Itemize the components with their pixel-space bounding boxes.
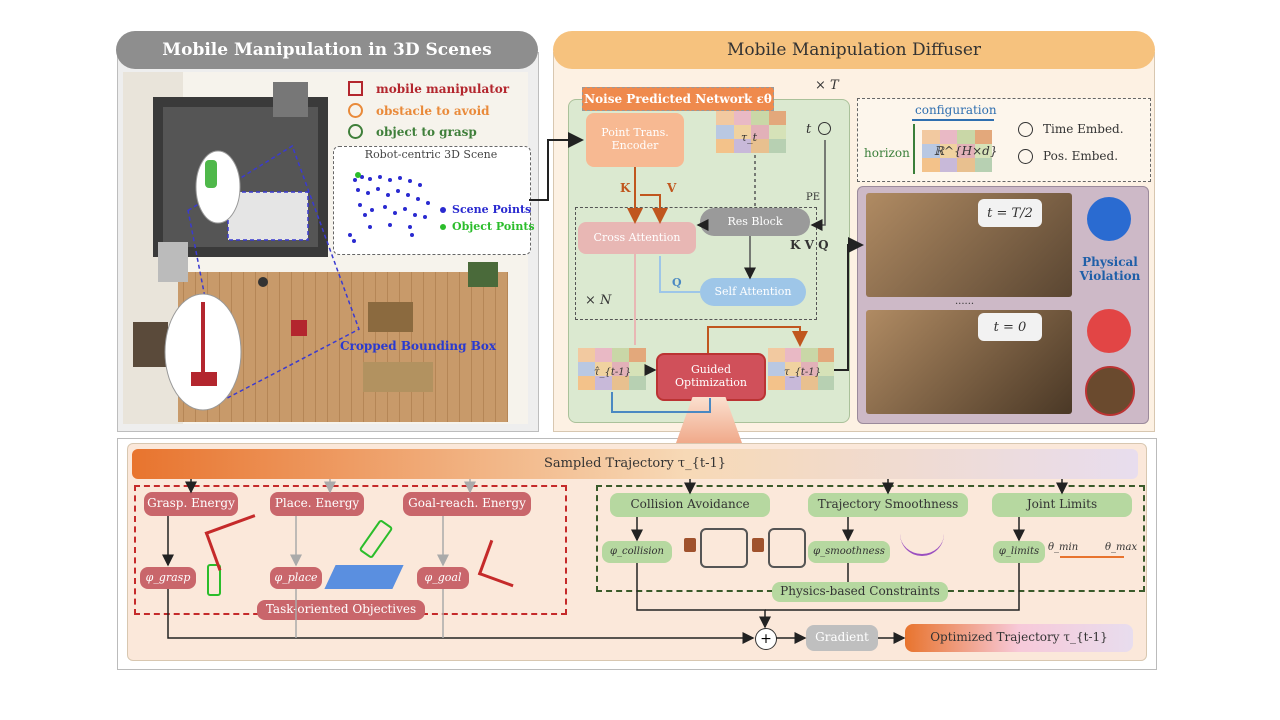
task-objectives-label: Task-oriented Objectives — [257, 600, 425, 620]
times-t-label: × T — [815, 78, 839, 93]
optimized-trajectory-box: Optimized Trajectory τ_{t-1} — [905, 624, 1133, 652]
legend-mobile-manipulator: mobile manipulator — [348, 81, 509, 96]
theta-max-label: θ_max — [1105, 542, 1138, 553]
legend-label: mobile manipulator — [376, 81, 510, 96]
cropped-bounding-box-label: Cropped Bounding Box — [340, 339, 496, 353]
clock-icon — [818, 122, 831, 135]
t-half-label: t = T/2 — [978, 199, 1042, 227]
smoothness-term: φ_smoothness — [808, 541, 890, 563]
collision-term: φ_collision — [602, 541, 672, 563]
pe-label: PE — [806, 192, 821, 203]
scene-points-legend: Scene Points — [440, 203, 531, 216]
tau-hat-label: τ̂_{t-1} — [594, 367, 632, 378]
tau-t-matrix — [716, 111, 786, 153]
circle-icon — [348, 103, 363, 118]
times-n-label: × N — [585, 293, 612, 308]
sum-node: + — [755, 628, 777, 650]
point-trans-encoder: Point Trans. Encoder — [586, 113, 684, 167]
goal-energy-box: Goal-reach. Energy — [403, 492, 531, 516]
grasp-term: φ_grasp — [140, 567, 196, 589]
pointcloud-drawing — [348, 172, 430, 243]
scene-drawing — [123, 72, 508, 424]
physical-violation-label: Physical Violation — [1079, 255, 1141, 284]
self-attention: Self Attention — [700, 278, 806, 306]
kvq-label: K V Q — [790, 238, 829, 252]
clock-icon — [1018, 122, 1033, 137]
right-panel-title: Mobile Manipulation Diffuser — [553, 31, 1155, 69]
happy-face-icon — [1087, 309, 1131, 353]
trash-icon — [684, 538, 696, 552]
collision-avoidance-box: Collision Avoidance — [610, 493, 770, 517]
scene-points-label: Scene Points — [452, 203, 532, 216]
theta-min-label: θ_min — [1048, 542, 1079, 553]
robot-arm-icon — [700, 528, 748, 568]
legend-label: object to grasp — [376, 124, 477, 139]
grasp-energy-box: Grasp. Energy — [144, 492, 238, 516]
legend-object: object to grasp — [348, 124, 477, 139]
circle-icon — [348, 124, 363, 139]
pointcloud-panel — [333, 146, 531, 255]
object-points-legend: Object Points — [440, 220, 535, 233]
joint-range-line — [1060, 556, 1124, 558]
tau-out-label: τ_{t-1} — [784, 367, 822, 378]
goal-term: φ_goal — [417, 567, 469, 589]
attention-dashed-box — [575, 207, 817, 320]
noise-network-label: Noise Predicted Network εθ — [582, 87, 774, 111]
configuration-label: configuration — [915, 103, 997, 117]
tau-t-label: τ_t — [741, 131, 758, 144]
sampled-trajectory-label: Sampled Trajectory τ_{t-1} — [543, 456, 727, 471]
joint-limits-box: Joint Limits — [992, 493, 1132, 517]
square-icon — [348, 81, 363, 96]
place-term: φ_place — [270, 567, 322, 589]
sampled-trajectory-bar — [132, 449, 1138, 479]
dot-icon — [440, 206, 446, 213]
k-label: K — [620, 181, 631, 195]
configuration-arrow — [912, 119, 994, 121]
object-points-label: Object Points — [452, 220, 535, 233]
wave-icon — [1018, 149, 1033, 164]
place-energy-box: Place. Energy — [270, 492, 364, 516]
gradient-box: Gradient — [806, 625, 878, 651]
legend-matrix-label: ℝ^{H×d} — [934, 144, 998, 158]
pos-embed-label: Pos. Embed. — [1043, 149, 1119, 163]
smooth-curve-icon — [900, 528, 944, 556]
physics-constraints-label: Physics-based Constraints — [772, 582, 948, 602]
res-block: Res Block — [700, 208, 810, 236]
t-label: t — [806, 122, 812, 137]
ellipsis-label: ...... — [955, 296, 975, 307]
trajectory-smoothness-box: Trajectory Smoothness — [808, 493, 968, 517]
notation-legend-box — [857, 98, 1151, 182]
horizon-arrow — [913, 124, 915, 174]
limits-term: φ_limits — [993, 541, 1045, 563]
zoom-circle — [1085, 366, 1135, 416]
left-panel-title: Mobile Manipulation in 3D Scenes — [116, 31, 538, 69]
robot-arm-icon — [768, 528, 806, 568]
dot-icon — [440, 223, 446, 230]
t-zero-label: t = 0 — [978, 313, 1042, 341]
place-target-icon — [324, 565, 404, 589]
v-label: V — [667, 181, 677, 195]
time-embed-label: Time Embed. — [1043, 122, 1124, 136]
cross-attention: Cross Attention — [578, 222, 696, 254]
trash-icon — [752, 538, 764, 552]
tau-hat-matrix — [578, 348, 646, 390]
scene-image — [123, 72, 528, 424]
legend-matrix — [922, 130, 992, 172]
pointcloud-title: Robot-centric 3D Scene — [364, 148, 498, 161]
legend-label: obstacle to avoid — [376, 103, 490, 118]
q-label-cross: Q — [672, 276, 682, 289]
horizon-label: horizon — [864, 146, 910, 160]
guided-optimization: Guided Optimization — [656, 353, 766, 401]
legend-obstacle: obstacle to avoid — [348, 103, 490, 118]
sad-face-icon — [1087, 197, 1131, 241]
